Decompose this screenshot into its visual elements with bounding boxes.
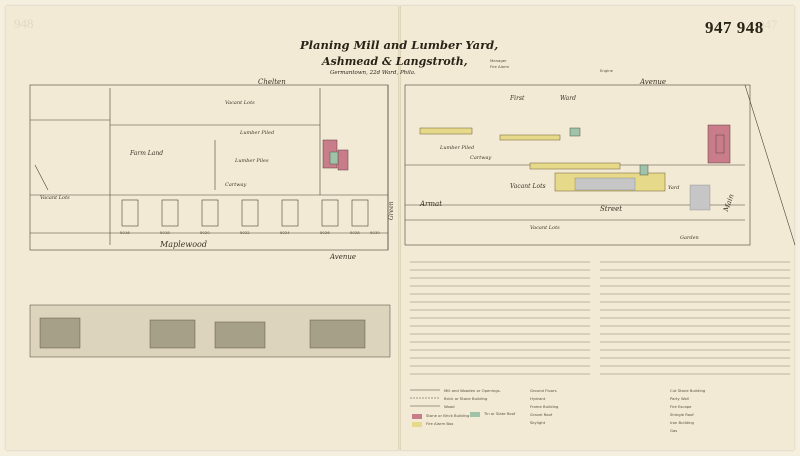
map-owner: Ashmead & Langstroth, (322, 55, 468, 68)
ghost-plate-number-right: 947 (758, 17, 778, 32)
legend-label: Fire Alarm Box (426, 421, 454, 426)
stone-building (639, 164, 649, 176)
legend-label: Shingle Roof (670, 412, 694, 417)
label-garden: Garden (680, 235, 699, 241)
legend-label: Tin or Slate Roof (484, 411, 516, 416)
lot-number: 5016 (120, 230, 130, 235)
header-note-manager: Manager (490, 58, 507, 63)
legend-label: Mill and Wooden or Openings. (444, 388, 501, 393)
map-location: Germantown, 22d Ward, Phila. (330, 70, 416, 76)
street-avenue-bottom: Avenue (330, 253, 357, 261)
legend-brick-swatch (412, 414, 422, 419)
plate-number: 947 948 (705, 18, 764, 37)
legend-label: Gas (670, 428, 678, 433)
label-vacant-lots-left: Vacant Lots (40, 195, 70, 201)
lot-number: 5026 (320, 230, 330, 235)
row-house (121, 199, 139, 227)
row-house (321, 199, 339, 227)
lot-number: 5024 (280, 230, 290, 235)
lumber-stack-elevation (309, 319, 366, 349)
frame-building (529, 162, 621, 170)
legend-label: Frame Building (530, 404, 559, 409)
stone-building (329, 151, 339, 165)
legend-frame-swatch (412, 422, 422, 427)
row-house (161, 199, 179, 227)
street-maplewood: Maplewood (160, 240, 207, 249)
label-farm-land: Farm Land (130, 150, 164, 157)
lot-number: 5018 (160, 230, 170, 235)
stippled-lot (574, 177, 636, 191)
label-yard: Yard (668, 185, 680, 191)
lot-number: 5028 (350, 230, 360, 235)
lot-number: 5022 (240, 230, 250, 235)
legend-label: Hydrant (530, 396, 546, 401)
row-house (281, 199, 299, 227)
header-note-fire-alarm: Fire Alarm (490, 64, 510, 69)
brick-building (715, 134, 725, 154)
street-chelten: Chelten (258, 78, 286, 86)
frame-building (499, 134, 561, 141)
label-cartway: Cartway (225, 182, 247, 188)
street-street-right: Street (600, 205, 623, 213)
left-page (6, 6, 399, 450)
legend-label: Wood (444, 404, 455, 409)
label-ward: Ward (560, 95, 576, 102)
label-cartway-right: Cartway (470, 155, 492, 161)
label-vacant-lots-bottom: Vacant Lots (530, 225, 560, 231)
row-house (351, 199, 369, 227)
label-first-ward: First (510, 95, 525, 102)
legend-label: Stone or Brick Building (426, 413, 470, 418)
row-house (241, 199, 259, 227)
map-title: Planing Mill and Lumber Yard, (300, 38, 499, 52)
lumber-stack-elevation (149, 319, 196, 349)
legend-label: Brick or Stone Building (444, 396, 488, 401)
legend-label: Gravel Roof (530, 412, 553, 417)
header-note-engine: Engine (600, 68, 614, 73)
legend-label: Fire Escape (670, 404, 692, 409)
label-lumber-piles: Lumber Piled (240, 130, 275, 136)
lot-number: 5030 (370, 230, 380, 235)
street-avenue-top: Avenue (640, 78, 667, 86)
brick-building (337, 149, 349, 171)
lumber-stack-elevation (39, 317, 81, 349)
label-vacant-lots-right: Vacant Lots (510, 183, 546, 190)
legend-label: Ground Floors (530, 388, 557, 393)
legend-label: Party Wall (670, 396, 689, 401)
stone-building (569, 127, 581, 137)
legend-stone-swatch (470, 412, 480, 417)
right-page (400, 6, 794, 450)
label-lumber-pile-right: Lumber Piled (440, 145, 475, 151)
label-vacant-lots: Vacant Lots (225, 100, 255, 106)
frame-building (419, 127, 473, 135)
lumber-stack-elevation (214, 321, 266, 349)
stippled-lot (689, 184, 711, 211)
legend-label: Cut Stone Building (670, 388, 706, 393)
legend-label: Iron Building (670, 420, 694, 425)
street-armat: Armat (420, 200, 443, 208)
page-gutter (398, 6, 401, 450)
lot-number: 5020 (200, 230, 210, 235)
street-green: Green (388, 201, 395, 220)
legend-label: Skylight (530, 420, 546, 425)
row-house (201, 199, 219, 227)
label-lumber-piles: Lumber Piles (235, 158, 269, 164)
ghost-plate-number-left: 948 (14, 16, 34, 31)
